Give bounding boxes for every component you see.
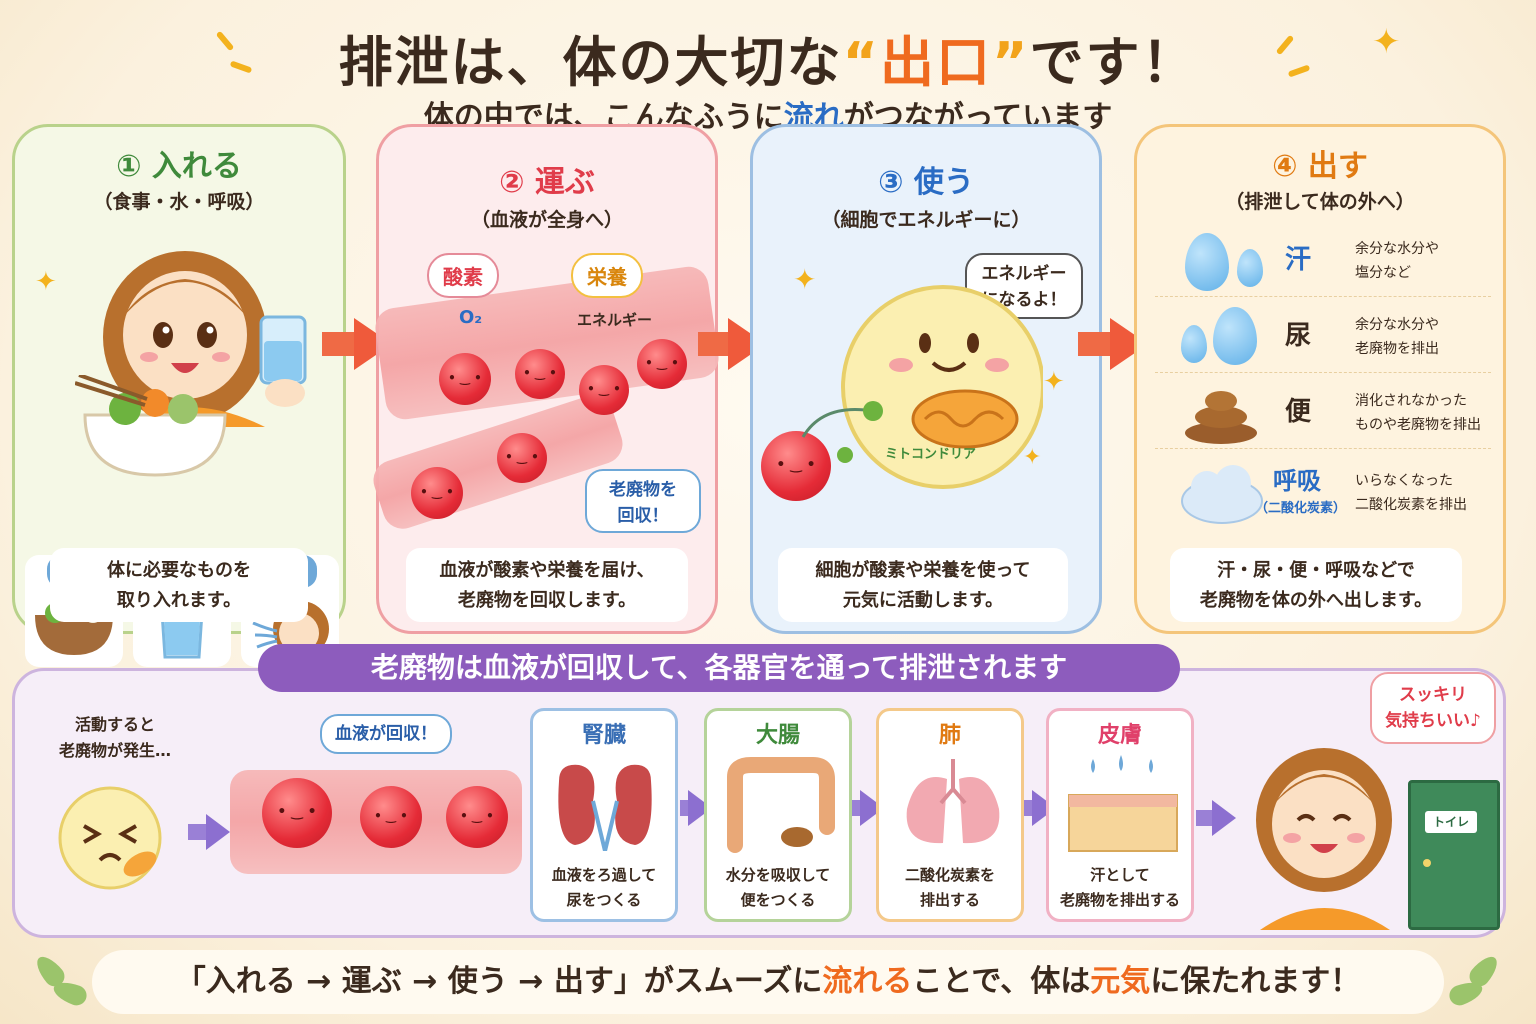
flow-arrow (1078, 332, 1112, 356)
salad-bowl-icon (75, 375, 227, 477)
page-title: 排泄は、体の大切な“出口”です！ (338, 31, 1198, 94)
happy-cell-illustration (841, 285, 1043, 489)
door-knob (1423, 859, 1431, 867)
energy-label: エネルギー (577, 311, 653, 329)
step-caption: 細胞が酸素や栄養を使って元気に活動します。 (778, 548, 1068, 622)
waste-intro-text: 活動すると老廃物が発生… (58, 715, 171, 760)
organ-card-kidney: 腎臓 血液をろ過して尿をつくる (530, 708, 678, 922)
sweat-drop-icon (1185, 233, 1229, 291)
output-desc: 余分な水分や老廃物を排出 (1355, 317, 1439, 357)
mitochondria-label: ミトコンドリア (885, 447, 977, 462)
red-blood-cell: • ‿ • (515, 349, 565, 399)
happy-girl-illustration (1256, 748, 1392, 930)
organ-card-lungs: 肺 二酸化炭素を排出する (876, 708, 1024, 922)
output-row-breath: 呼吸 （二酸化炭素） いらなくなった二酸化炭素を排出 (1155, 453, 1491, 533)
toilet-door: トイレ (1408, 780, 1500, 930)
organ-desc: 血液をろ過して尿をつくる (551, 866, 657, 909)
step-subheading: （食事・水・呼吸） (93, 191, 265, 213)
step-subheading: （血液が全身へ） (470, 209, 623, 231)
step-heading: ③ 使う (878, 165, 974, 200)
output-key: 便 (1285, 397, 1312, 427)
step-subheading: （排泄して体の外へ） (1225, 191, 1415, 213)
route-arrow-head-icon (1212, 800, 1236, 836)
urine-drop-icon (1181, 325, 1207, 363)
summary-footer: 「入れる → 運ぶ → 使う → 出す」がスムーズに流れることで、体は元気に保た… (92, 950, 1444, 1014)
step-heading: ④ 出す (1272, 149, 1368, 184)
step-caption: 汗・尿・便・呼吸などで老廃物を体の外へ出します。 (1170, 548, 1462, 622)
step-caption: 体に必要なものを取り入れます。 (50, 548, 308, 622)
tired-cell-illustration (58, 786, 162, 890)
output-key: 呼吸 (1273, 467, 1321, 495)
red-blood-cell: • ‿ • (579, 365, 629, 415)
step-subheading: （細胞でエネルギーに） (821, 209, 1031, 231)
skin-layer-icon (1068, 755, 1178, 852)
output-row-sweat: 汗 余分な水分や塩分など (1155, 225, 1491, 297)
step-heading: ① 入れる (116, 149, 242, 184)
nutrition-tag: 栄養 (571, 253, 643, 298)
lungs-icon (906, 759, 1000, 844)
sparkle-icon: ✦ (1372, 22, 1401, 62)
large-intestine-icon (727, 757, 835, 853)
organ-name: 皮膚 (1097, 723, 1142, 748)
output-key: 尿 (1285, 321, 1312, 351)
o2-label: O₂ (459, 307, 483, 328)
oxygen-tag: 酸素 (427, 253, 499, 298)
organ-name: 腎臓 (581, 723, 626, 748)
output-desc: 余分な水分や塩分など (1355, 241, 1439, 281)
refreshed-speech-bubble: スッキリ気持ちいい♪ (1370, 672, 1496, 744)
blood-collect-bubble: 血液が回収！ (320, 714, 452, 754)
step-caption: 血液が酸素や栄養を届け、老廃物を回収します。 (406, 548, 688, 622)
excretion-route-header: 老廃物は血液が回収して、各器官を通って排泄されます (258, 644, 1180, 692)
organ-name: 大腸 (755, 723, 800, 748)
red-blood-cell: • ‿ • (761, 431, 831, 501)
output-row-stool: 便 消化されなかったものや老廃物を排出 (1155, 377, 1491, 449)
output-row-urine: 尿 余分な水分や老廃物を排出 (1155, 301, 1491, 373)
route-arrow-head-icon (206, 814, 230, 850)
red-blood-cell: • ‿ • (439, 353, 491, 405)
route-arrow (188, 824, 210, 840)
red-blood-cell: • ‿ • (497, 433, 547, 483)
sparkle-icon: ✦ (35, 267, 57, 297)
organ-desc: 水分を吸収して便をつくる (725, 866, 831, 909)
sparkle-icon: ✦ (793, 263, 817, 296)
organ-name: 肺 (938, 723, 961, 748)
red-blood-cell: • ‿ • (446, 786, 508, 848)
red-blood-cell: • ‿ • (637, 339, 687, 389)
red-blood-cell: • ‿ • (411, 467, 463, 519)
red-blood-cell: • ‿ • (360, 786, 422, 848)
sparkle-icon: ✦ (1043, 367, 1065, 397)
organ-card-skin: 皮膚 汗として老廃物を排出する (1046, 708, 1194, 922)
waste-collect-bubble: 老廃物を回収！ (585, 469, 701, 533)
step-heading: ② 運ぶ (499, 165, 595, 200)
energy-speech-bubble: エネルギーになるよ！ (965, 253, 1083, 319)
sweat-drop-icon (1237, 249, 1263, 287)
urine-drop-icon (1213, 307, 1257, 365)
delivery-link-icon (801, 401, 883, 463)
girl-drinking-illustration (103, 251, 307, 427)
sparkle-icon: ✦ (1023, 445, 1042, 470)
red-blood-cell: • ‿ • (262, 778, 332, 848)
flow-arrow (698, 332, 730, 356)
kidney-icon (558, 764, 652, 851)
toilet-sign: トイレ (1425, 811, 1477, 833)
output-desc: 消化されなかったものや老廃物を排出 (1355, 393, 1481, 433)
output-key: 汗 (1285, 245, 1312, 275)
route-arrow (1196, 810, 1216, 826)
cloud-icon (1181, 465, 1263, 524)
organ-card-large-intestine: 大腸 水分を吸収して便をつくる (704, 708, 852, 922)
organ-desc: 二酸化炭素を排出する (904, 866, 995, 909)
organ-desc: 汗として老廃物を排出する (1059, 866, 1180, 909)
output-desc: いらなくなった二酸化炭素を排出 (1355, 473, 1467, 513)
flow-arrow (322, 332, 356, 356)
output-key-sub: （二酸化炭素） (1255, 501, 1347, 516)
stool-icon (1185, 391, 1257, 444)
